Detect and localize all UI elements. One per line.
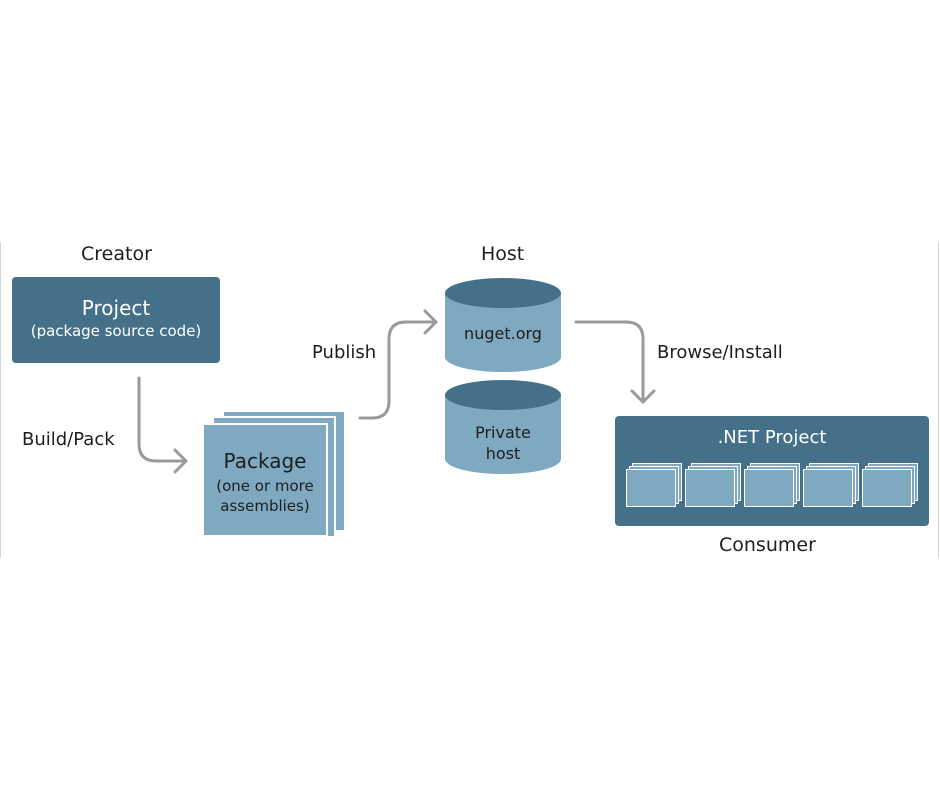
- package-line2: assemblies): [220, 497, 310, 515]
- assembly-module: [685, 463, 741, 507]
- build-pack-label: Build/Pack: [22, 429, 115, 450]
- project-subtitle: (package source code): [30, 322, 202, 340]
- browse-install-arrowhead: [630, 389, 656, 404]
- assembly-module: [862, 463, 918, 507]
- nuget-label: nuget.org: [464, 324, 542, 343]
- private-host-line2: host: [485, 444, 521, 463]
- consumer-title: Consumer: [719, 534, 816, 556]
- package-line1: (one or more: [216, 477, 314, 495]
- build-pack-arrowhead: [173, 448, 188, 474]
- assembly-module: [803, 463, 859, 507]
- assembly-module: [626, 463, 682, 507]
- package-stack: Package (one or more assemblies): [202, 410, 348, 540]
- host-title: Host: [481, 243, 525, 265]
- database-icon: [445, 278, 561, 372]
- database-icon: [445, 380, 561, 474]
- browse-install-arrow: [574, 320, 645, 404]
- project-box: Project (package source code): [12, 277, 220, 363]
- frame-right-edge: [938, 242, 939, 558]
- assembly-module: [744, 463, 800, 507]
- creator-title: Creator: [81, 243, 152, 265]
- net-project-title: .NET Project: [717, 427, 827, 448]
- browse-install-label: Browse/Install: [657, 342, 783, 363]
- nuget-cylinder: nuget.org: [445, 278, 561, 372]
- private-host-line1: Private: [475, 423, 531, 442]
- publish-label: Publish: [312, 342, 377, 363]
- publish-arrowhead: [423, 309, 438, 335]
- package-layer-front: Package (one or more assemblies): [202, 423, 328, 537]
- project-title: Project: [81, 296, 151, 320]
- package-title: Package: [223, 449, 307, 473]
- frame-left-edge: [0, 242, 1, 558]
- private-host-cylinder: Private host: [445, 380, 561, 474]
- publish-arrow: [358, 320, 438, 420]
- net-project-box: .NET Project: [615, 416, 929, 526]
- build-pack-arrow: [137, 376, 188, 463]
